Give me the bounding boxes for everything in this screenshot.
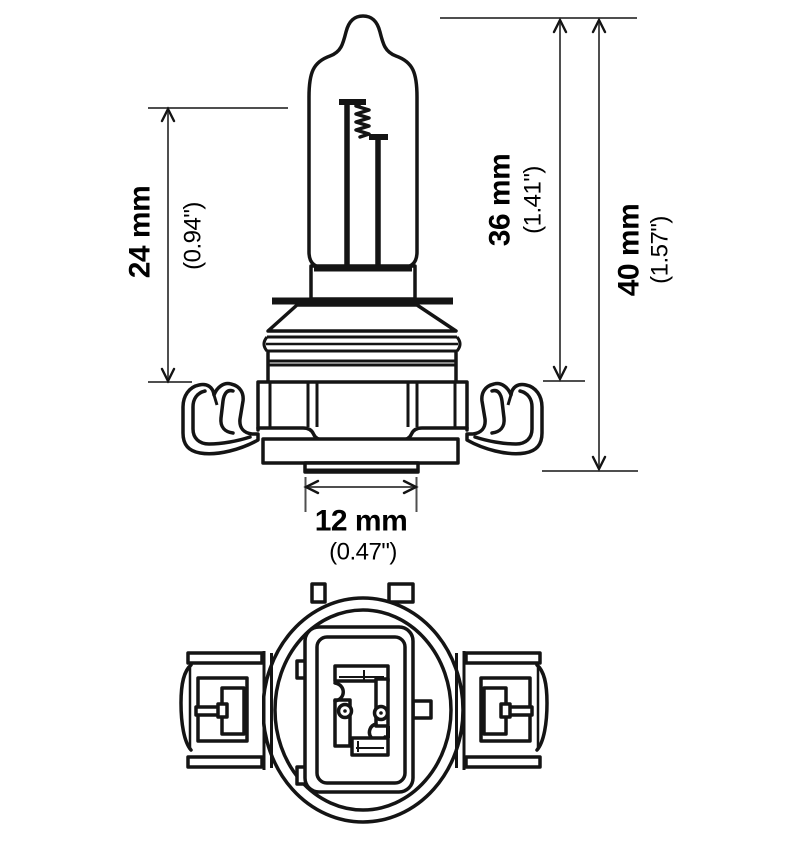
bulb-side-view (181, 14, 544, 474)
label-24mm: 24 mm (124, 186, 157, 279)
arrow-36mm-top (552, 17, 568, 34)
label-36mm-inch: (1.41") (520, 166, 547, 234)
pin-left-center (343, 709, 347, 713)
arrow-40mm-top (591, 17, 607, 34)
dimension-arrowheads (160, 17, 607, 495)
arrow-24mm-top (160, 106, 176, 123)
o-ring-section (262, 335, 462, 383)
bulb-base (256, 264, 469, 474)
label-12mm: 12 mm (315, 505, 408, 538)
index-tab-top-right (387, 582, 415, 604)
dimension-labels: 24 mm (0.94") 36 mm (1.41") 40 mm (1.57"… (124, 154, 674, 566)
arrow-24mm-bottom (160, 367, 176, 384)
label-36mm: 36 mm (484, 154, 517, 247)
index-tab-top-left (310, 582, 327, 604)
connector-housing (295, 625, 433, 794)
label-12mm-inch: (0.47") (329, 539, 397, 566)
filament-coil (354, 100, 371, 139)
filament-assembly (339, 99, 388, 265)
glass-envelope (307, 14, 419, 270)
label-40mm-inch: (1.57") (647, 216, 674, 284)
pin-right-center (379, 711, 383, 715)
housing-inner (315, 635, 407, 785)
base-inner-circle (273, 608, 453, 812)
retaining-clip-left (181, 381, 260, 456)
label-24mm-inch: (0.94") (180, 202, 207, 270)
taper-section (266, 303, 458, 333)
mounting-wing-right (454, 649, 550, 772)
arrow-36mm-bottom (552, 365, 568, 382)
base-band-ribs (268, 383, 457, 427)
arrow-12mm-left (303, 479, 320, 495)
housing-tab-right (411, 699, 433, 720)
retaining-clip-right (465, 381, 544, 456)
label-40mm: 40 mm (613, 204, 646, 297)
bulb-bottom-view (179, 582, 550, 824)
dimension-lines (148, 17, 638, 512)
mounting-wing-left (179, 651, 273, 770)
connector-key (333, 664, 390, 757)
housing-outer (303, 625, 415, 794)
arrow-12mm-right (402, 479, 419, 495)
arrow-40mm-bottom (591, 455, 607, 472)
base-band (256, 380, 469, 432)
base-skirt (261, 437, 460, 465)
